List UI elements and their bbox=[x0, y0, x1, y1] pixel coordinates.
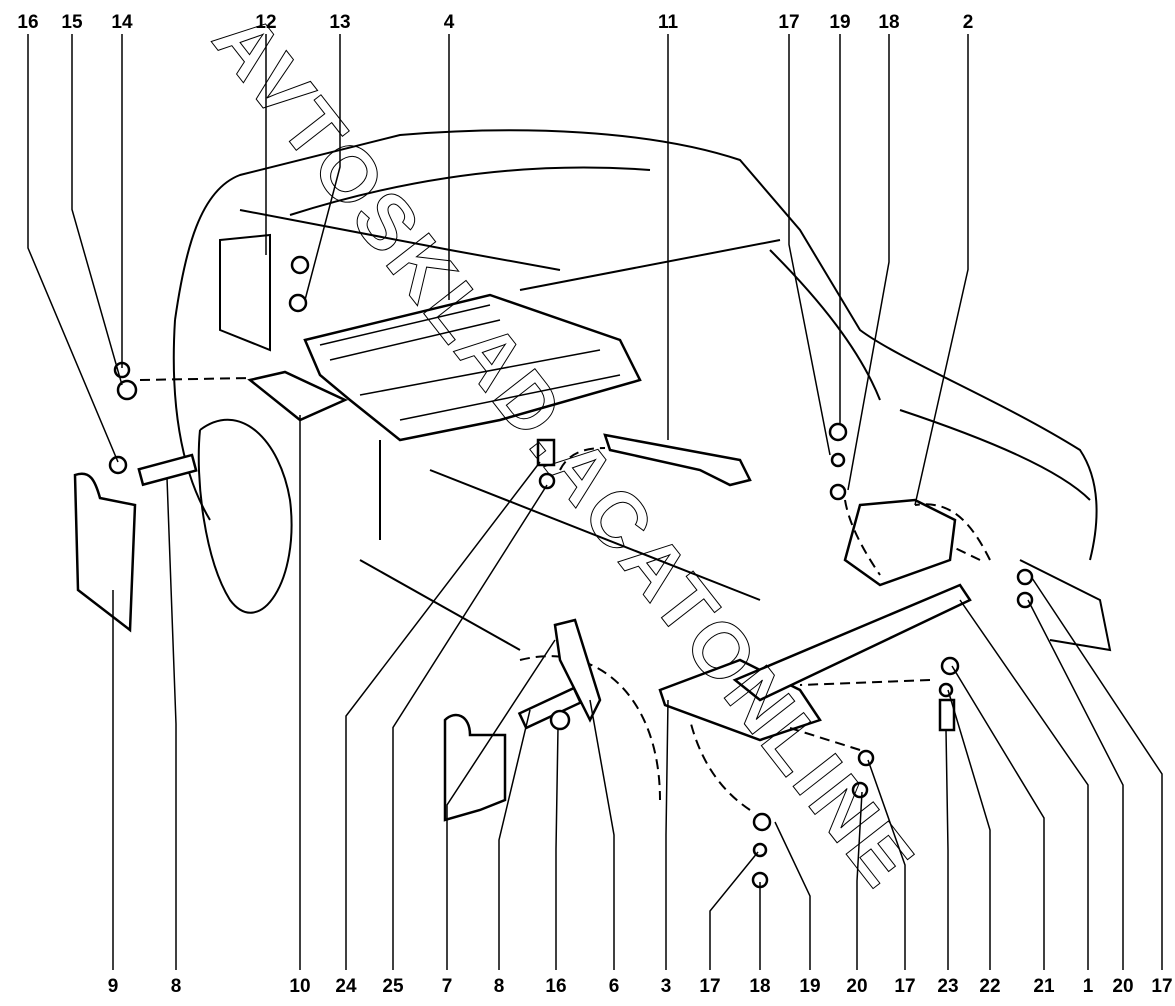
callout-label: 14 bbox=[111, 12, 133, 33]
callout-label: 21 bbox=[1033, 976, 1055, 997]
leader-line bbox=[665, 699, 669, 970]
leader-line bbox=[847, 34, 890, 491]
callout-label: 19 bbox=[829, 12, 850, 33]
callout-label: 19 bbox=[799, 976, 820, 997]
mudflap-left bbox=[73, 472, 137, 633]
callout-label: 15 bbox=[61, 12, 83, 33]
callout-label: 7 bbox=[442, 976, 453, 997]
callout-label: 25 bbox=[382, 976, 404, 997]
mudflap-right bbox=[443, 713, 507, 822]
shield-part-2 bbox=[843, 498, 957, 587]
leader-line bbox=[446, 639, 556, 970]
callout-label: 23 bbox=[937, 976, 958, 997]
callout-label: 12 bbox=[255, 12, 276, 33]
callout-label: 16 bbox=[17, 12, 38, 33]
callout-label: 18 bbox=[878, 12, 899, 33]
leader-line bbox=[856, 791, 863, 970]
floor-panel-part-4 bbox=[303, 293, 642, 442]
callout-label: 20 bbox=[1112, 976, 1133, 997]
callout-label: 10 bbox=[289, 976, 310, 997]
leader-line bbox=[947, 689, 991, 970]
plate-part-10 bbox=[247, 370, 349, 422]
leader-line bbox=[951, 665, 1045, 970]
watermark: AVTOSKLAD.ACATONLINE bbox=[197, 0, 934, 905]
callout-label: 6 bbox=[609, 976, 620, 997]
leader-line bbox=[959, 599, 1089, 970]
leader-line bbox=[166, 477, 177, 970]
callout-label: 18 bbox=[749, 976, 770, 997]
bracket-part-6-7 bbox=[553, 618, 602, 723]
leader-line bbox=[709, 851, 759, 970]
fasteners bbox=[108, 255, 1034, 889]
strip-part-8-top bbox=[137, 453, 198, 487]
leader-line bbox=[345, 461, 541, 970]
callout-label: 17 bbox=[699, 976, 720, 997]
callout-label: 11 bbox=[658, 12, 679, 33]
crossmember-part-1 bbox=[732, 583, 972, 702]
callout-label: 3 bbox=[661, 976, 672, 997]
callout-label: 8 bbox=[171, 976, 182, 997]
callout-label: 17 bbox=[894, 976, 915, 997]
callout-label: 17 bbox=[1151, 976, 1172, 997]
leader-line bbox=[392, 484, 548, 970]
callouts-bottom: 9 8 10 24 25 7 8 16 6 3 17 18 19 20 17 23 22 21 1 20 17 bbox=[108, 415, 1173, 997]
leader-line bbox=[304, 34, 341, 301]
leader-line bbox=[867, 759, 906, 970]
leader-line bbox=[498, 709, 531, 970]
leader-line bbox=[555, 727, 559, 970]
callout-label: 24 bbox=[335, 976, 357, 997]
leader-line bbox=[1027, 599, 1124, 970]
leader-line bbox=[1031, 577, 1163, 970]
callout-label: 9 bbox=[108, 976, 119, 997]
callout-label: 8 bbox=[494, 976, 505, 997]
leader-line bbox=[27, 34, 119, 463]
assembly-arrows bbox=[139, 377, 991, 811]
vehicle-body-outline bbox=[172, 129, 1112, 801]
callout-label: 20 bbox=[846, 976, 867, 997]
leader-line bbox=[71, 34, 123, 386]
callouts-top: 16 15 14 12 13 4 11 17 19 18 2 bbox=[17, 12, 974, 506]
leader-line bbox=[774, 821, 811, 970]
bracket-part-11 bbox=[603, 433, 752, 487]
callout-label: 2 bbox=[963, 12, 974, 33]
callout-label: 1 bbox=[1083, 976, 1094, 997]
leader-line bbox=[788, 34, 831, 456]
leader-line bbox=[589, 699, 615, 970]
leader-line bbox=[945, 729, 949, 970]
callout-label: 16 bbox=[545, 976, 566, 997]
callout-label: 4 bbox=[444, 12, 455, 33]
callout-label: 22 bbox=[979, 976, 1000, 997]
callout-label: 13 bbox=[329, 12, 350, 33]
callout-label: 17 bbox=[778, 12, 799, 33]
leader-line bbox=[914, 34, 969, 506]
